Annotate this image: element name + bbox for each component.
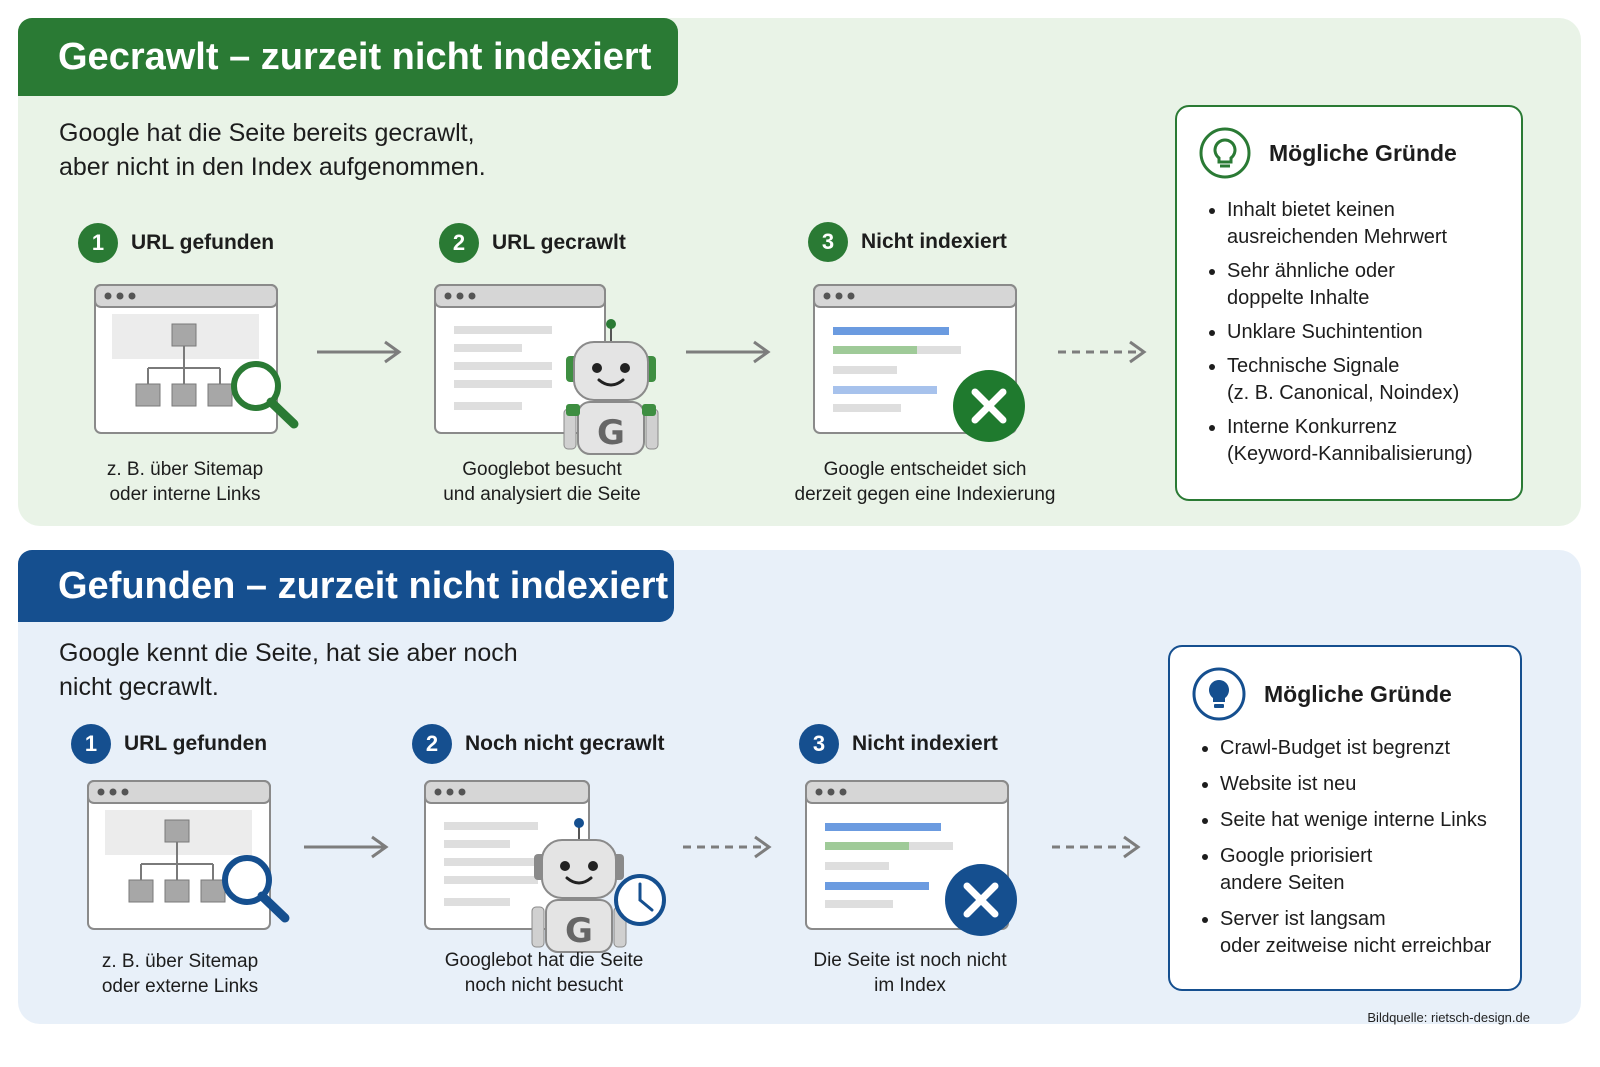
arrow-right-icon [317,340,402,364]
step-label: URL gefunden [131,231,275,254]
discovered-step-3-caption: Die Seite ist noch nicht im Index [813,950,1007,996]
step-number: 3 [799,724,839,764]
not-indexed-x-icon [805,780,1017,936]
reason-item: Technische Signale (z. B. Canonical, Noi… [1227,353,1473,407]
reason-item: Sehr ähnliche oder doppelte Inhalte [1227,258,1473,312]
reason-item: Crawl-Budget ist begrenzt [1220,735,1491,762]
arrow-right-icon [686,340,771,364]
reasons-title: Mögliche Gründe [1269,139,1457,166]
step-label: Noch nicht gecrawlt [465,732,665,755]
sitemap-search-icon [94,284,299,434]
discovered-panel: Gefunden – zurzeit nicht indexiert Googl… [18,550,1581,1024]
crawled-title: Gecrawlt – zurzeit nicht indexiert [18,18,678,96]
crawled-panel: Gecrawlt – zurzeit nicht indexiert Googl… [18,18,1581,526]
lightbulb-icon [1192,667,1246,721]
googlebot-icon: G [434,284,659,455]
crawled-step-2-header: 2 URL gecrawlt [439,223,626,263]
crawled-step-1-caption: z. B. über Sitemap oder interne Links [106,459,264,505]
step-label: URL gefunden [124,732,268,755]
svg-text:G: G [597,413,625,453]
reason-item: Unklare Suchintention [1227,319,1473,346]
discovered-step-2-header: 2 Noch nicht gecrawlt [412,724,665,764]
sitemap-search-icon [87,780,290,930]
googlebot-clock-icon: G [424,780,666,953]
discovered-subtitle: Google kennt die Seite, hat sie aber noc… [59,639,518,701]
svg-text:G: G [565,911,593,951]
discovered-reasons-box: Mögliche Gründe Crawl-Budget ist begrenz… [1168,645,1522,991]
reason-item: Website ist neu [1220,771,1491,798]
reason-item: Server ist langsam oder zeitweise nicht … [1220,906,1491,960]
reasons-list: Inhalt bietet keinen ausreichenden Mehrw… [1203,197,1473,475]
step-label: Nicht indexiert [852,732,998,755]
dashed-arrow-right-icon [683,835,772,859]
step-number: 3 [808,222,848,262]
crawled-step-3-caption: Google entscheidet sich derzeit gegen ei… [794,459,1056,505]
step-number: 2 [439,223,479,263]
dashed-arrow-right-icon [1058,340,1147,364]
reason-item: Google priorisiert andere Seiten [1220,843,1491,897]
reason-item: Interne Konkurrenz (Keyword-Kannibalisie… [1227,414,1473,468]
crawled-step-1-header: 1 URL gefunden [78,223,274,263]
discovered-step-1-caption: z. B. über Sitemap oder externe Links [101,951,259,997]
reason-item: Seite hat wenige interne Links [1220,807,1491,834]
arrow-right-icon [304,835,389,859]
crawled-step-2-caption: Googlebot besucht und analysiert die Sei… [443,459,641,505]
reasons-header: Mögliche Gründe [1199,127,1457,179]
crawled-subtitle: Google hat die Seite bereits gecrawlt, a… [59,119,486,181]
step-number: 1 [71,724,111,764]
crawled-reasons-box: Mögliche Gründe Inhalt bietet keinen aus… [1175,105,1523,501]
reasons-list: Crawl-Budget ist begrenzt Website ist ne… [1196,735,1491,969]
not-indexed-x-icon [813,284,1025,442]
image-credit: Bildquelle: rietsch-design.de [1367,1010,1530,1025]
crawled-step-3-header: 3 Nicht indexiert [808,222,1007,262]
reason-item: Inhalt bietet keinen ausreichenden Mehrw… [1227,197,1473,251]
lightbulb-icon [1199,127,1251,179]
reasons-title: Mögliche Gründe [1264,680,1452,707]
step-label: Nicht indexiert [861,230,1007,253]
discovered-step-1-header: 1 URL gefunden [71,724,267,764]
discovered-step-3-header: 3 Nicht indexiert [799,724,998,764]
step-number: 2 [412,724,452,764]
step-label: URL gecrawlt [492,231,626,254]
step-number: 1 [78,223,118,263]
discovered-step-2-caption: Googlebot hat die Seite noch nicht besuc… [444,950,644,996]
reasons-header: Mögliche Gründe [1192,667,1452,721]
dashed-arrow-right-icon [1052,835,1141,859]
discovered-title: Gefunden – zurzeit nicht indexiert [18,550,674,622]
